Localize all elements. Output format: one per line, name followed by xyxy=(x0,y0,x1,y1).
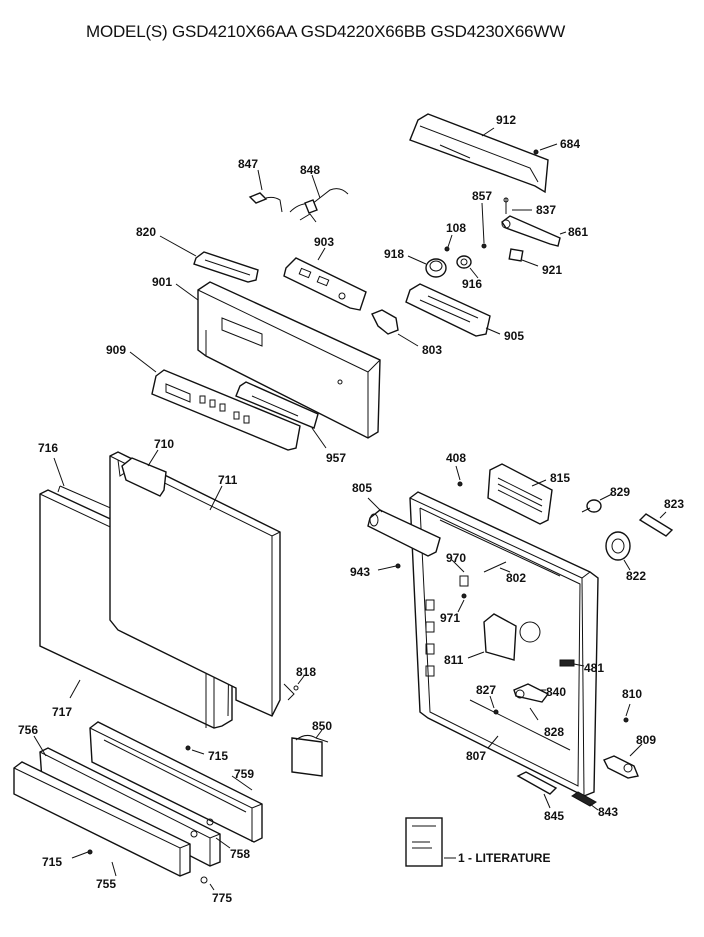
callout-837: 837 xyxy=(536,203,556,217)
part-921-clip xyxy=(508,248,524,262)
callout-827: 827 xyxy=(476,683,496,697)
callout-840: 840 xyxy=(546,685,566,699)
callout-810: 810 xyxy=(622,687,642,701)
part-916-bearing xyxy=(456,255,472,269)
callout-843: 843 xyxy=(598,805,618,819)
callout-820: 820 xyxy=(136,225,156,239)
part-815-vent xyxy=(487,463,553,525)
part-809-hinge xyxy=(603,755,639,779)
callout-811: 811 xyxy=(444,653,464,667)
part-755-toe-kick xyxy=(13,761,191,877)
literature-label: 1 - LITERATURE xyxy=(458,851,550,865)
callout-408: 408 xyxy=(446,451,466,465)
part-850-bracket xyxy=(291,734,329,777)
callout-labels: 912 684 847 848 857 837 108 861 820 903 … xyxy=(18,113,684,905)
callout-755: 755 xyxy=(96,877,116,891)
callout-912: 912 xyxy=(496,113,516,127)
part-840-linkage xyxy=(513,683,550,703)
callout-759: 759 xyxy=(234,767,254,781)
part-822-gear xyxy=(605,531,631,561)
part-901-control-console xyxy=(197,281,381,439)
callout-822: 822 xyxy=(626,569,646,583)
part-918-knob xyxy=(425,258,447,278)
part-903-control-board xyxy=(283,257,367,311)
callout-828: 828 xyxy=(544,725,564,739)
part-912-bracket xyxy=(409,113,549,194)
part-803-bracket xyxy=(371,309,399,335)
part-845-slide xyxy=(516,771,558,795)
part-829-nut xyxy=(581,499,602,513)
part-710-shield xyxy=(121,457,167,497)
callout-715-lower: 715 xyxy=(42,855,62,869)
callout-711: 711 xyxy=(218,473,238,487)
callout-957: 957 xyxy=(326,451,346,465)
part-843-strip xyxy=(571,791,597,807)
callout-807: 807 xyxy=(466,749,486,763)
callout-823: 823 xyxy=(664,497,684,511)
callout-758: 758 xyxy=(230,847,250,861)
callout-775: 775 xyxy=(212,891,232,905)
callout-809: 809 xyxy=(636,733,656,747)
part-820-bar xyxy=(193,251,259,283)
part-811-dispenser-module xyxy=(483,613,541,661)
callout-943: 943 xyxy=(350,565,370,579)
callout-903: 903 xyxy=(314,235,334,249)
callout-921: 921 xyxy=(542,263,562,277)
part-759-toe-kick-bracket xyxy=(89,721,263,843)
callout-971: 971 xyxy=(440,611,460,625)
callout-717: 717 xyxy=(52,705,72,719)
part-823-pin xyxy=(638,513,674,537)
callout-829: 829 xyxy=(610,485,630,499)
literature-booklet-icon xyxy=(405,817,443,867)
part-711-door-liner xyxy=(109,451,281,717)
part-909-front-panel xyxy=(151,369,301,451)
callout-905: 905 xyxy=(504,329,524,343)
part-957-membrane xyxy=(235,381,319,429)
callout-481: 481 xyxy=(584,661,604,675)
callout-850: 850 xyxy=(312,719,332,733)
callout-715-upper: 715 xyxy=(208,749,228,763)
part-847-848-wiring xyxy=(248,188,349,223)
callout-918: 918 xyxy=(384,247,404,261)
callout-909: 909 xyxy=(106,343,126,357)
callout-716: 716 xyxy=(38,441,58,455)
callout-805: 805 xyxy=(352,481,372,495)
callout-970: 970 xyxy=(446,551,466,565)
callout-847: 847 xyxy=(238,157,258,171)
callout-684: 684 xyxy=(560,137,580,151)
callout-802: 802 xyxy=(506,571,526,585)
callout-108: 108 xyxy=(446,221,466,235)
callout-818: 818 xyxy=(296,665,316,679)
callout-710: 710 xyxy=(154,437,174,451)
callout-901: 901 xyxy=(152,275,172,289)
callout-857: 857 xyxy=(472,189,492,203)
callout-803: 803 xyxy=(422,343,442,357)
callout-916: 916 xyxy=(462,277,482,291)
callout-845: 845 xyxy=(544,809,564,823)
callout-815: 815 xyxy=(550,471,570,485)
callout-756: 756 xyxy=(18,723,38,737)
callout-861: 861 xyxy=(568,225,588,239)
page-title: MODEL(S) GSD4210X66AA GSD4220X66BB GSD42… xyxy=(86,22,566,41)
part-861-lever xyxy=(501,215,561,247)
part-905-circuit-board xyxy=(405,283,491,337)
callout-848: 848 xyxy=(300,163,320,177)
